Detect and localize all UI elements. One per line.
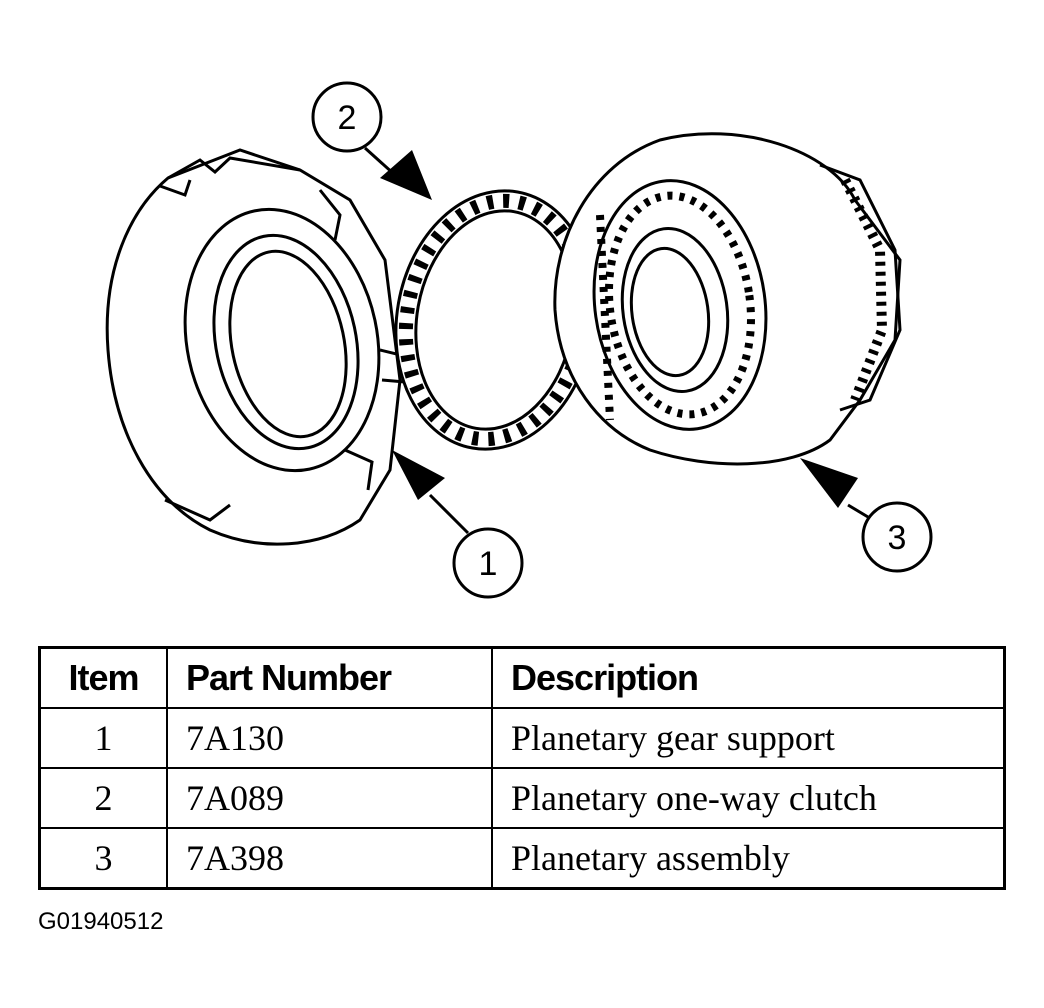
callout-3-label: 3 bbox=[888, 519, 907, 557]
exploded-parts-diagram: 2 1 3 bbox=[105, 81, 933, 599]
figure-id: G01940512 bbox=[38, 908, 164, 935]
table-row: 2 7A089 Planetary one-way clutch bbox=[38, 767, 1006, 829]
table-row: 3 7A398 Planetary assembly bbox=[38, 827, 1006, 890]
header-part-number: Part Number bbox=[166, 646, 493, 709]
planetary-assembly-illustration bbox=[553, 132, 902, 466]
table-row: 1 7A130 Planetary gear support bbox=[38, 707, 1006, 769]
parts-table: Item Part Number Description 1 7A130 Pla… bbox=[38, 646, 1006, 890]
cell-description: Planetary gear support bbox=[491, 707, 1006, 769]
cell-part-number: 7A130 bbox=[166, 707, 493, 769]
callout-3: 3 bbox=[800, 458, 933, 573]
cell-part-number: 7A398 bbox=[166, 827, 493, 890]
cell-description: Planetary one-way clutch bbox=[491, 767, 1006, 829]
cell-item: 2 bbox=[38, 767, 168, 829]
planetary-gear-support-illustration bbox=[105, 148, 407, 546]
cell-item: 3 bbox=[38, 827, 168, 890]
callout-2-label: 2 bbox=[338, 99, 357, 137]
cell-description: Planetary assembly bbox=[491, 827, 1006, 890]
cell-part-number: 7A089 bbox=[166, 767, 493, 829]
callout-1: 1 bbox=[392, 450, 524, 599]
header-description: Description bbox=[491, 646, 1006, 709]
header-item: Item bbox=[38, 646, 168, 709]
table-header-row: Item Part Number Description bbox=[38, 646, 1006, 709]
callout-1-label: 1 bbox=[479, 545, 498, 583]
cell-item: 1 bbox=[38, 707, 168, 769]
callout-2: 2 bbox=[311, 81, 432, 200]
